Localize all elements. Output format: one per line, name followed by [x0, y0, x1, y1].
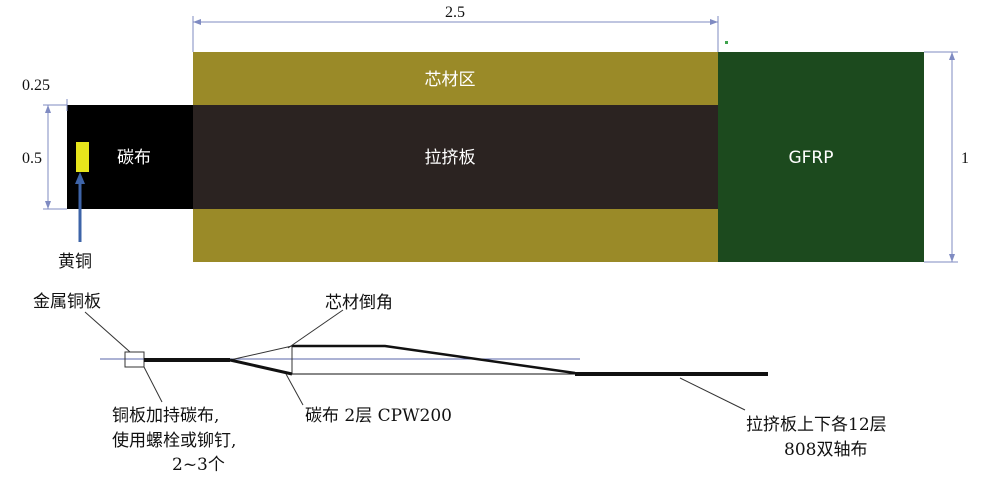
top-view: 2.5 0.25 0.5 1 芯材区 拉挤板 碳布 GFRP	[22, 4, 969, 272]
plate-layers-line2: 808双轴布	[784, 440, 867, 460]
dimension-left	[43, 99, 68, 210]
plate-layers-line1: 拉挤板上下各12层	[746, 415, 887, 435]
pultruded-plate-label: 拉挤板	[425, 148, 476, 168]
marker-dot	[725, 41, 728, 44]
core-chamfer-label: 芯材倒角	[325, 293, 393, 313]
gfrp-label: GFRP	[788, 148, 833, 168]
brass-label: 黄铜	[58, 252, 92, 272]
dimension-core-strip-label: 0.25	[22, 77, 50, 94]
gfrp-region	[718, 52, 924, 262]
carbon-layers-label: 碳布 2层 CPW200	[305, 406, 452, 426]
dimension-total-label: 1	[961, 150, 969, 167]
brass-insert	[76, 142, 89, 172]
metal-plate-label: 金属铜板	[33, 292, 101, 312]
dimension-length-core	[192, 16, 719, 52]
core-outline	[292, 344, 576, 375]
pultruded-plate-region	[193, 105, 718, 209]
dimension-right	[924, 51, 958, 263]
dimension-length-core-label: 2.5	[445, 4, 465, 21]
section-view: 金属铜板 芯材倒角 铜板加持碳布, 使用螺栓或铆钉, 2~3个 碳布 2层 CP…	[33, 292, 887, 475]
clamp-note-line2: 使用螺栓或铆钉,	[112, 430, 236, 451]
core-region-label: 芯材区	[425, 70, 476, 90]
carbon-cloth-label: 碳布	[117, 148, 151, 168]
clamp-note-line1: 铜板加持碳布,	[112, 406, 219, 426]
clamp-note-line3: 2~3个	[172, 455, 225, 475]
core-chamfer-shape	[229, 345, 293, 375]
brass-pointer-arrow	[75, 172, 85, 242]
dimension-carbon-label: 0.5	[22, 150, 42, 167]
